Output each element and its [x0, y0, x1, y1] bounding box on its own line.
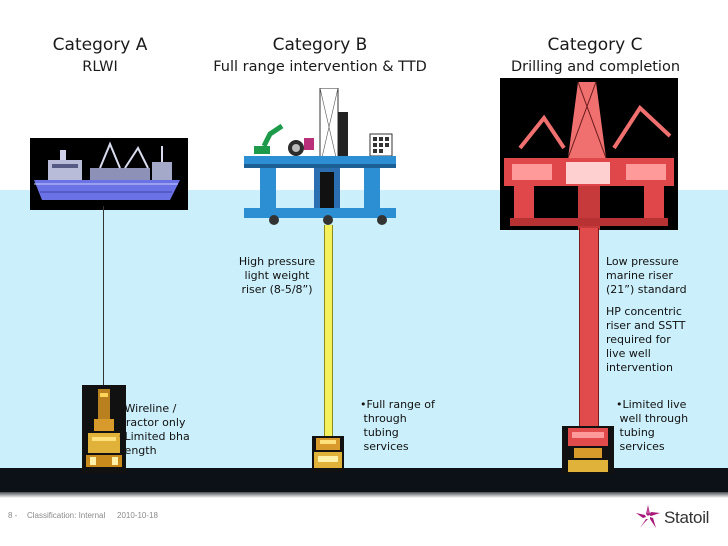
page-number: 8 - — [8, 511, 18, 520]
lp-riser — [579, 228, 599, 428]
lp-riser-label: Low pressure marine riser (21”) standard — [606, 255, 687, 296]
category-c-subtitle: Drilling and completion — [510, 59, 681, 75]
cat-a-bullet-2: •Limited bha length — [118, 430, 190, 457]
hp-concentric-label: HP concentric riser and SSTT required fo… — [606, 305, 686, 374]
hp-riser-label: High pressure light weight riser (8-5/8”… — [238, 255, 316, 296]
category-a-title: Category A — [52, 35, 148, 55]
seabed-shadow — [0, 492, 728, 498]
subsea-stack-a — [82, 385, 126, 473]
footer-date: 2010-10-18 — [117, 511, 158, 520]
intervention-vessel — [30, 138, 188, 210]
wireline — [103, 206, 104, 392]
cat-b-bullet: •Full range of through tubing services — [360, 398, 435, 453]
brand-name: Statoil — [664, 508, 710, 527]
category-b-subtitle: Full range intervention & TTD — [213, 59, 427, 75]
drilling-rig — [500, 78, 678, 230]
intervention-platform — [244, 88, 396, 225]
cat-c-bullet: •Limited live well through tubing servic… — [616, 398, 689, 453]
cat-a-bullet-1: •Wireline / tractor only — [118, 402, 186, 429]
subsea-stack-c — [562, 426, 614, 474]
cat-a-bullets: •Wireline / tractor only •Limited bha le… — [118, 402, 208, 458]
category-c-title: Category C — [547, 35, 643, 55]
hp-riser — [324, 225, 333, 437]
classification: Classification: Internal — [27, 511, 106, 520]
category-b-title: Category B — [272, 35, 368, 55]
subsea-stack-b — [312, 436, 344, 472]
category-a-subtitle: RLWI — [82, 59, 118, 75]
statoil-star-icon — [636, 505, 660, 528]
